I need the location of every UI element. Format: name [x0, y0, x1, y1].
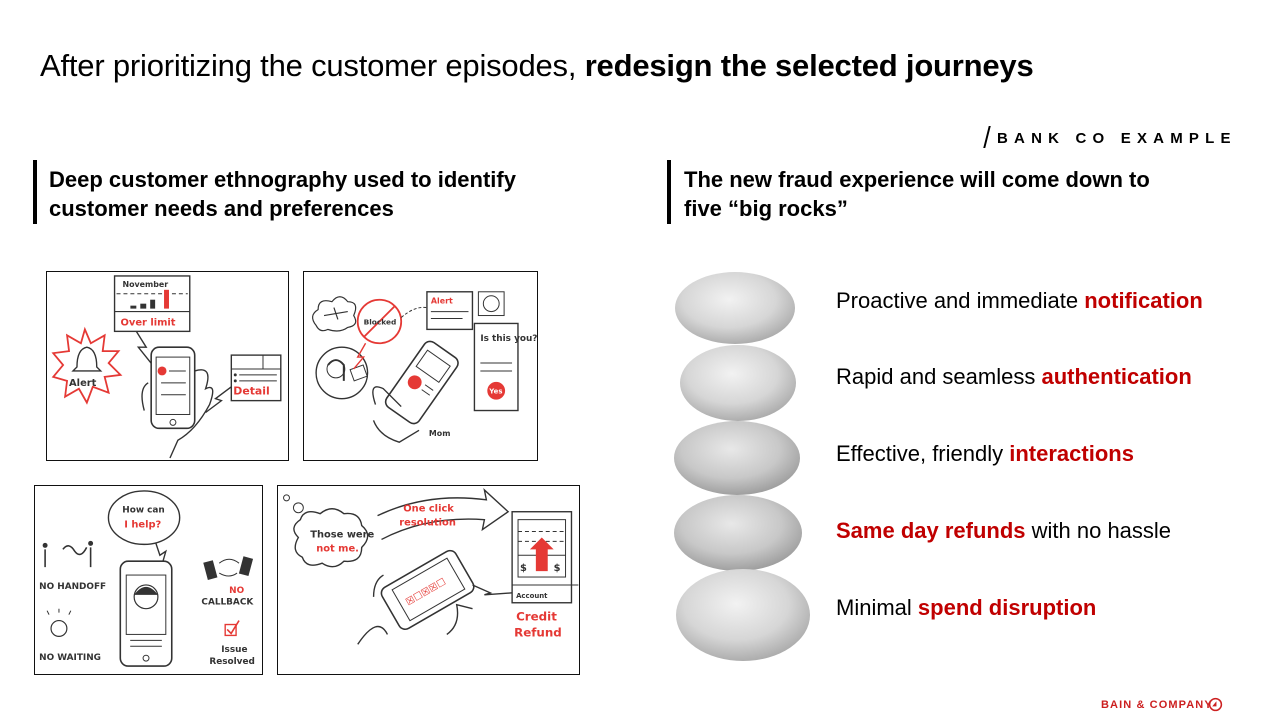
- handoff-icon: [44, 545, 92, 568]
- big-rock-item-3: Effective, friendly interactions: [836, 440, 1134, 468]
- no-waiting-label: NO WAITING: [39, 653, 101, 663]
- rock-text-after: with no hassle: [1025, 518, 1172, 543]
- blocked-icon: [356, 298, 403, 345]
- right-heading-bar: [667, 160, 671, 224]
- yes-button-icon: [487, 381, 506, 400]
- issue-label: Issue: [221, 645, 247, 655]
- blocked-label: Blocked: [364, 317, 397, 326]
- stone-5-icon: [676, 569, 810, 661]
- speech-bubble-icon: [107, 490, 181, 546]
- rock-highlight: Same day refunds: [836, 518, 1026, 543]
- thought-cloud-icon: [293, 508, 369, 568]
- example-tag-label: BANK CO EXAMPLE: [997, 130, 1237, 147]
- phone-icon: [119, 560, 173, 667]
- over-limit-label: Over limit: [121, 317, 176, 328]
- one-click-arrow-icon: [377, 488, 510, 541]
- right-heading-line1: The new fraud experience will come down …: [684, 167, 1150, 192]
- mom-label: Mom: [429, 429, 451, 438]
- rock-highlight: spend disruption: [917, 595, 1097, 620]
- i-help-label: I help?: [124, 520, 161, 531]
- alert-label: Alert: [69, 378, 97, 389]
- rock-text: Minimal: [836, 595, 918, 620]
- bell-icon: [71, 346, 103, 372]
- illustration-blocked: Blocked Alert Is this you? Yes Mom: [303, 271, 538, 461]
- big-rock-item-1: Proactive and immediate notification: [836, 287, 1203, 315]
- slide-title-regular: After prioritizing the customer episodes…: [40, 48, 585, 83]
- illustration-help: How can I help? NO HANDOFF NO WAITING NO…: [34, 485, 263, 675]
- big-rock-item-4: Same day refunds with no hassle: [836, 517, 1171, 545]
- november-label: November: [122, 280, 168, 289]
- waiting-face-icon: [50, 619, 68, 637]
- bain-logo-icon: [1208, 697, 1223, 712]
- yes-label: Yes: [488, 388, 502, 396]
- alert-sketch-drawing: Alert November Over limit Detail: [51, 275, 282, 459]
- big-rock-item-2: Rapid and seamless authentication: [836, 363, 1192, 391]
- bain-logo-text: BAIN & COMPANY: [1101, 699, 1213, 711]
- slide-title-bold: redesign the selected journeys: [584, 48, 1034, 83]
- left-heading-bar: [33, 160, 37, 224]
- no-label: NO: [229, 586, 244, 596]
- left-heading-line2: customer needs and preferences: [49, 196, 394, 221]
- example-tag: BANK CO EXAMPLE: [983, 126, 1237, 151]
- svg-text:$: $: [520, 563, 527, 574]
- left-section-heading: Deep customer ethnography used to identi…: [49, 165, 609, 223]
- callback-label: CALLBACK: [201, 598, 254, 608]
- credit-label: Credit: [516, 610, 557, 624]
- right-section-heading: The new fraud experience will come down …: [684, 165, 1244, 223]
- refund-sketch-drawing: Those were not me. One click resolution …: [283, 488, 579, 645]
- checkbox-icon: [224, 623, 237, 637]
- rock-text: Rapid and seamless: [836, 364, 1042, 389]
- callback-phones-icon: [203, 560, 218, 580]
- blocked-sketch-drawing: Blocked Alert Is this you? Yes Mom: [312, 291, 537, 443]
- rock-text: Effective, friendly: [836, 441, 1010, 466]
- alert-box-label: Alert: [431, 297, 453, 306]
- is-this-label: Is this you?: [480, 334, 537, 344]
- plane-cloud-icon: [312, 296, 357, 332]
- detail-label: Detail: [233, 385, 269, 398]
- not-me-label: not me.: [316, 543, 359, 554]
- stone-3-icon: [674, 421, 800, 495]
- rock-highlight: interactions: [1009, 441, 1134, 466]
- account-icon: [511, 511, 573, 604]
- rock-highlight: authentication: [1041, 364, 1192, 389]
- left-heading-line1: Deep customer ethnography used to identi…: [49, 167, 516, 192]
- right-heading-line2: five “big rocks”: [684, 196, 848, 221]
- help-sketch-drawing: How can I help? NO HANDOFF NO WAITING NO…: [39, 490, 255, 667]
- slash-icon: [983, 126, 991, 148]
- illustration-alert: Alert November Over limit Detail: [46, 271, 289, 461]
- those-were-label: Those were: [310, 529, 374, 540]
- stone-2-icon: [680, 345, 796, 421]
- resolved-label: Resolved: [209, 657, 255, 667]
- refund-label: Refund: [514, 625, 562, 639]
- resolution-label: resolution: [399, 518, 456, 529]
- slide-title: After prioritizing the customer episodes…: [40, 46, 1034, 86]
- big-rock-item-5: Minimal spend disruption: [836, 594, 1096, 622]
- no-handoff-label: NO HANDOFF: [39, 582, 106, 592]
- how-can-label: How can: [122, 506, 164, 516]
- rock-text: Proactive and immediate: [836, 288, 1085, 313]
- rock-highlight: notification: [1084, 288, 1203, 313]
- illustration-refund: Those were not me. One click resolution …: [277, 485, 580, 675]
- stone-1-icon: [675, 272, 795, 344]
- stacked-stones-image: [665, 265, 820, 665]
- svg-text:$: $: [554, 563, 561, 574]
- account-label: Account: [516, 592, 548, 600]
- alert-burst-icon: [51, 326, 123, 405]
- one-click-label: One click: [403, 504, 454, 515]
- stone-4-icon: [674, 495, 802, 571]
